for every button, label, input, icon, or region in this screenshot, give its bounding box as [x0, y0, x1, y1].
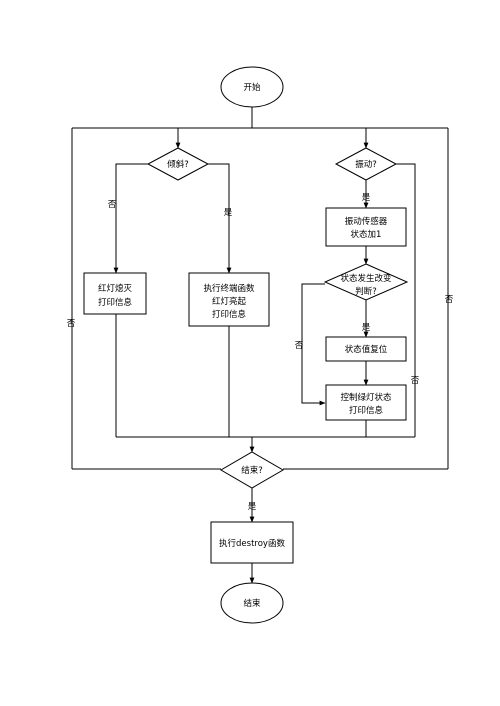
end-label: 结束	[243, 598, 261, 609]
state-change-decision: 状态发生改变 判断?	[323, 263, 409, 301]
state-change-line-2: 判断?	[355, 286, 377, 297]
red-off-process: 红灯熄灭 打印信息	[83, 272, 147, 315]
red-off-line-2: 打印信息	[98, 297, 133, 308]
vib-sensor-line-1: 振动传感器	[345, 216, 388, 227]
end-node: 结束	[220, 582, 284, 624]
edge-labels: 否 是 是 是 否 否 否 否 是	[67, 193, 454, 512]
end-yes-label: 是	[248, 502, 257, 512]
green-line-1: 控制绿灯状态	[340, 392, 392, 403]
terminal-line-2: 红灯亮起	[212, 296, 247, 307]
reset-label: 状态值复位	[345, 344, 388, 355]
vib-sensor-process: 振动传感器 状态加1	[325, 207, 407, 247]
reset-process: 状态值复位	[325, 336, 407, 362]
state-change-line-1: 状态发生改变	[340, 273, 392, 284]
vib-no-label: 否	[411, 376, 420, 386]
terminal-process: 执行终端函数 红灯亮起 打印信息	[188, 272, 270, 327]
terminal-line-1: 执行终端函数	[203, 283, 255, 294]
red-off-line-1: 红灯熄灭	[98, 283, 133, 294]
vib-yes-label: 是	[362, 193, 371, 203]
vib-sensor-line-2: 状态加1	[351, 229, 382, 240]
tilt-decision: 倾斜?	[146, 147, 210, 181]
tilt-yes-label: 是	[224, 208, 233, 218]
change-no-label: 否	[295, 341, 304, 351]
destroy-process: 执行destroy函数	[210, 521, 294, 564]
end-decision-label: 结束?	[241, 465, 263, 476]
vibrate-label: 振动?	[355, 159, 377, 170]
start-node: 开始	[220, 66, 284, 108]
connectors	[71, 107, 449, 584]
terminal-line-3: 打印信息	[212, 309, 247, 320]
loop-right-no-label: 否	[445, 295, 454, 305]
end-decision: 结束?	[220, 451, 284, 489]
start-label: 开始	[243, 82, 261, 93]
vibrate-decision: 振动?	[334, 147, 398, 181]
tilt-no-label: 否	[108, 200, 117, 210]
change-yes-label: 是	[362, 323, 371, 333]
tilt-label: 倾斜?	[167, 159, 189, 170]
green-process: 控制绿灯状态 打印信息	[325, 384, 407, 421]
destroy-label: 执行destroy函数	[219, 538, 285, 549]
loop-left-no-label: 否	[67, 319, 76, 329]
green-line-2: 打印信息	[349, 405, 384, 416]
